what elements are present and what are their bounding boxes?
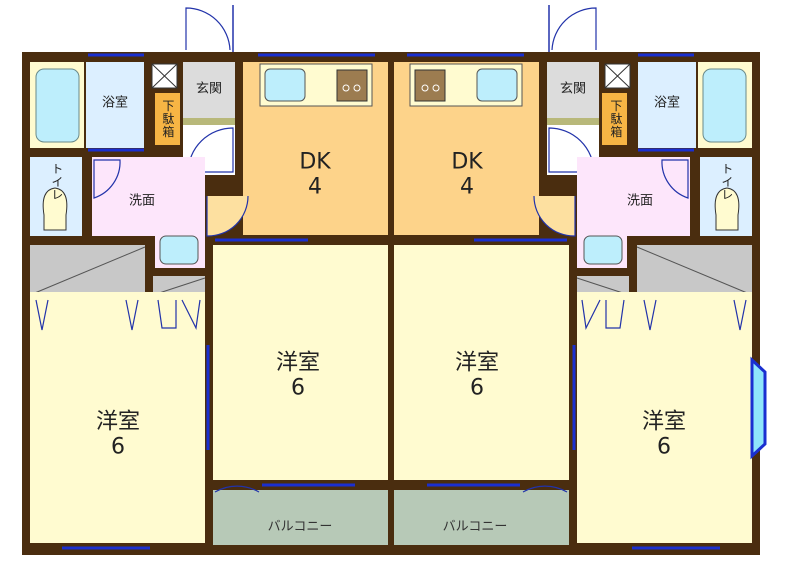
entrance-label: 玄関 [195,81,223,97]
room-name: 洋室 [641,409,687,435]
washroom-label: 洗面 [626,193,654,209]
room-name: DK [451,149,483,175]
balcony-label: バルコニー [267,519,333,535]
room-name: 洋室 [275,350,321,376]
toilet-label: トイレ [49,162,64,202]
room-size: 6 [110,435,125,460]
room-size: 6 [656,435,671,460]
room-name: 洋室 [95,409,141,435]
toilet-label: トイレ [719,162,734,202]
shoe-box-label: 下駄箱 [160,99,175,139]
room-size: 6 [290,376,305,401]
bath-label: 浴室 [653,95,681,111]
bath-label: 浴室 [101,95,129,111]
room-size: 4 [460,175,474,200]
washroom-label: 洗面 [128,193,156,209]
entrance-label: 玄関 [559,81,587,97]
room-name: 洋室 [454,350,500,376]
room-size: 6 [469,376,484,401]
balcony-label: バルコニー [442,519,508,535]
room-name: DK [299,149,331,175]
bay-window [750,356,767,460]
room-size: 4 [308,175,322,200]
shoe-box-label: 下駄箱 [608,99,623,139]
